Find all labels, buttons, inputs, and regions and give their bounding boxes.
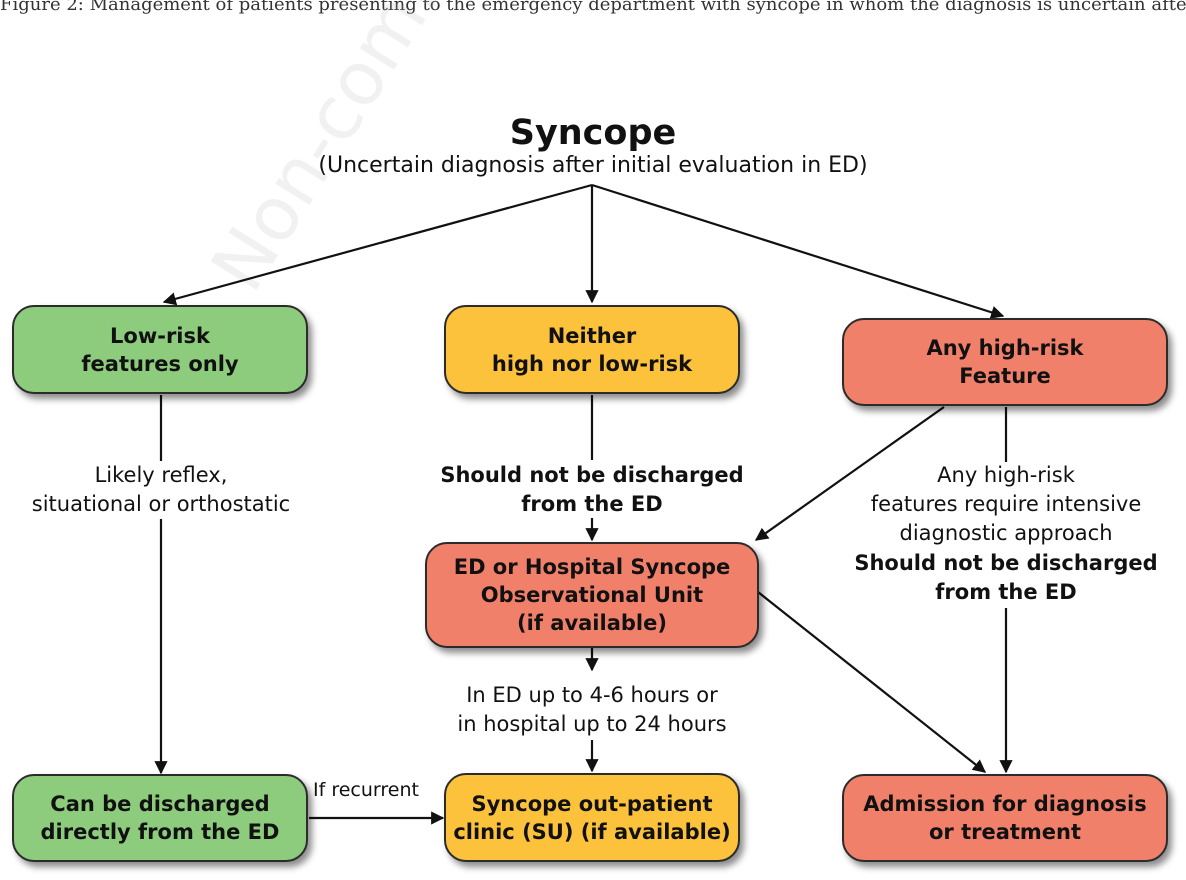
low-risk-box: Low-risk features only [12,305,308,394]
high-risk-note: Any high-risk features require intensive… [838,461,1174,548]
arrow-observational-to-admission [757,591,987,773]
admission-line-1: Admission for diagnosis [863,792,1147,816]
high-risk-note-line-3: diagnostic approach [899,521,1113,545]
should-not-mid-line-1: Should not be discharged [440,463,744,487]
observational-unit-box: ED or Hospital Syncope Observational Uni… [425,542,759,648]
arrow-to-low-risk [162,183,593,306]
arrow-high-to-observational [754,406,945,541]
observational-line-2: Observational Unit [480,583,704,607]
low-risk-line-2: features only [81,351,239,376]
discharge-line-2: directly from the ED [40,820,280,844]
figure-caption: Figure 2: Management of patients present… [0,0,1186,15]
should-not-discharge-middle: Should not be discharged from the ED [422,461,762,519]
reflex-line-2: situational or orthostatic [31,492,291,516]
discharge-line-1: Can be discharged [50,792,270,816]
su-clinic-box: Syncope out-patient clinic (SU) (if avai… [444,773,740,862]
admission-box: Admission for diagnosis or treatment [842,774,1168,862]
diagram-subtitle: (Uncertain diagnosis after initial evalu… [318,153,868,178]
high-risk-note-line-1: Any high-risk [937,463,1075,487]
neither-risk-box: Neither high nor low-risk [444,305,740,394]
reflex-note: Likely reflex, situational or orthostati… [0,461,322,519]
admission-line-2: or treatment [928,820,1082,844]
should-not-mid-line-2: from the ED [521,492,663,516]
duration-line-2: in hospital up to 24 hours [457,712,727,736]
arrow-to-high-risk [591,183,1005,319]
discharge-box: Can be discharged directly from the ED [12,774,308,862]
duration-note: In ED up to 4-6 hours or in hospital up … [432,681,752,739]
duration-line-1: In ED up to 4-6 hours or [466,683,718,707]
neither-line-1: Neither [547,323,637,348]
low-risk-line-1: Low-risk [110,323,210,348]
observational-line-1: ED or Hospital Syncope [453,555,731,579]
should-not-right-line-2: from the ED [935,580,1077,604]
high-risk-line-2: Feature [959,364,1051,388]
su-clinic-line-1: Syncope out-patient [471,791,713,816]
diagram-title: Syncope [509,113,677,153]
neither-line-2: high nor low-risk [491,351,693,376]
should-not-discharge-right: Should not be discharged from the ED [838,549,1174,607]
should-not-right-line-1: Should not be discharged [854,551,1158,575]
observational-line-3: (if available) [517,611,667,635]
high-risk-line-1: Any high-risk [926,336,1084,360]
if-recurrent-label: If recurrent [313,779,419,801]
reflex-line-1: Likely reflex, [94,463,228,487]
high-risk-box: Any high-risk Feature [842,318,1168,406]
high-risk-note-line-2: features require intensive [870,492,1142,516]
su-clinic-line-2: clinic (SU) (if available) [453,819,731,844]
